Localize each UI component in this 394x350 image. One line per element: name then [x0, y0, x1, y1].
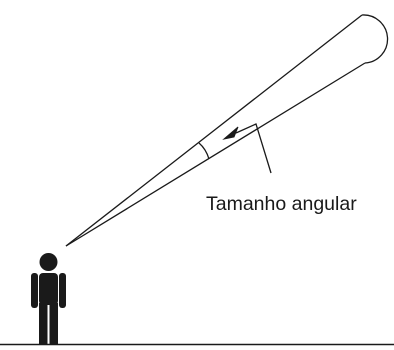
pointer-arrowhead	[222, 126, 239, 140]
sight-lines	[65, 14, 366, 247]
angle-arc	[198, 142, 210, 160]
person-head	[39, 253, 58, 271]
person-arm-left	[31, 273, 38, 308]
angular-size-label: Tamanho angular	[206, 193, 357, 215]
sight-line-lower	[65, 62, 366, 247]
pointer-line	[235, 123, 272, 174]
person-icon	[31, 253, 66, 345]
person-arm-right	[59, 273, 66, 308]
person-leg-right	[49, 303, 58, 345]
person-leg-left	[39, 303, 48, 345]
moon-shaded-part	[361, 14, 389, 64]
crescent-moon-icon	[361, 14, 389, 64]
label-pointer	[222, 123, 272, 174]
sight-line-upper	[65, 14, 363, 247]
person-torso	[39, 273, 58, 305]
